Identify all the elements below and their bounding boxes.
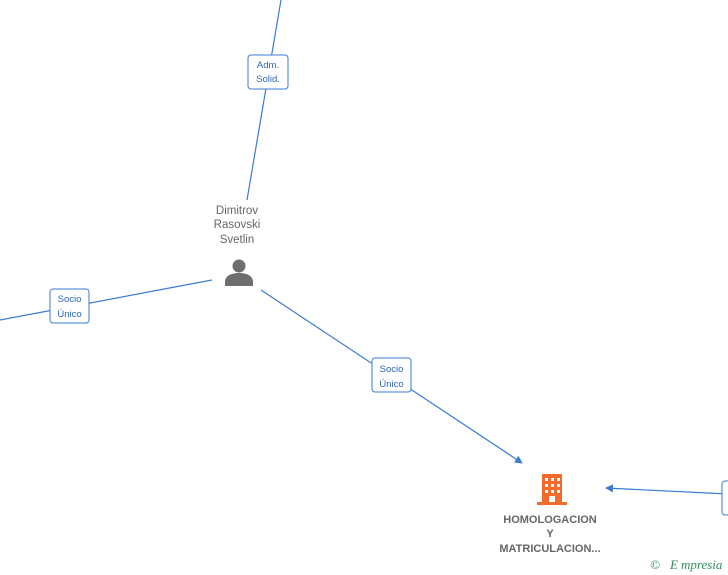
company-name-line1: HOMOLOGACION [503, 514, 597, 526]
company-name-line3: MATRICULACION... [499, 543, 600, 555]
edge-right [605, 484, 728, 495]
edge-top [246, 0, 282, 201]
building-icon [537, 474, 567, 505]
person-name-line1: Dimitrov [216, 205, 258, 217]
edge-label-right[interactable] [721, 480, 728, 516]
copyright-symbol: © [650, 557, 660, 572]
company-name-line2: Y [546, 528, 554, 540]
edge-left [0, 279, 213, 321]
edge-label-top-line2: Solid. [256, 74, 280, 85]
edge-label-top-line1: Adm. [257, 60, 279, 71]
edge-label-person-company[interactable]: Socio Único [371, 357, 412, 393]
company-node[interactable]: HOMOLOGACION Y MATRICULACION... [499, 474, 601, 555]
person-node[interactable]: Dimitrov Rasovski Svetlin [214, 205, 261, 286]
person-name-line2: Rasovski [214, 219, 261, 231]
brand-initial: E [669, 557, 678, 572]
edge-label-left-line1: Socio [58, 294, 82, 305]
brand-name: mpresia [681, 557, 723, 572]
edge-label-person-company-line1: Socio [380, 364, 404, 375]
edge-label-top[interactable]: Adm. Solid. [247, 54, 289, 90]
edge-label-left[interactable]: Socio Único [49, 288, 90, 324]
person-icon [225, 259, 253, 286]
edge-label-person-company-line2: Único [379, 379, 403, 390]
empresia-watermark: © E mpresia [650, 557, 723, 572]
person-name-line3: Svetlin [220, 234, 255, 246]
edge-label-left-line2: Único [57, 309, 81, 320]
